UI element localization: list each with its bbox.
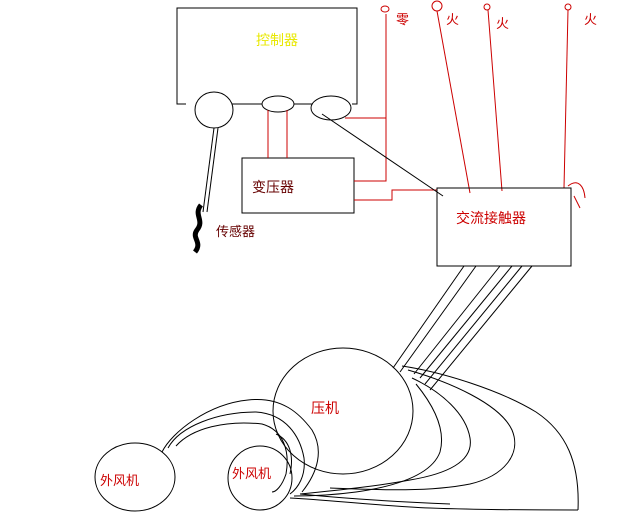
fan-wiring — [161, 365, 579, 511]
neutral-wire — [345, 5, 437, 201]
power-terminal — [310, 95, 352, 121]
live-wire-3 — [563, 3, 586, 209]
live-wire-2 — [483, 3, 503, 192]
contactor-box — [436, 187, 572, 267]
live-wire-1 — [431, 0, 471, 194]
control-wire — [321, 113, 444, 197]
neutral-label: 零 — [396, 13, 409, 28]
live-label-2: 火 — [496, 17, 509, 32]
transformer-label: 变压器 — [252, 180, 294, 196]
contactor-to-compressor-wires — [392, 265, 533, 391]
sensor-probe — [192, 127, 219, 254]
contactor-label: 交流接触器 — [456, 210, 526, 227]
controller-label: 控制器 — [256, 33, 298, 49]
sensor-label: 传感器 — [216, 224, 255, 240]
sensor-terminal — [194, 91, 234, 129]
compressor — [272, 347, 414, 475]
outdoor-fan-1-label: 外风机 — [100, 474, 139, 489]
live-label-1: 火 — [446, 13, 459, 28]
transformer-box — [241, 157, 355, 214]
controller-box — [176, 7, 358, 105]
transformer-to-controller-wires — [267, 110, 288, 158]
outdoor-fan-1 — [94, 442, 176, 512]
compressor-label: 压机 — [311, 401, 339, 417]
outdoor-fan-2 — [227, 445, 293, 511]
live-label-3: 火 — [584, 13, 597, 28]
transformer-terminal — [261, 95, 295, 113]
outdoor-fan-2-label: 外风机 — [232, 467, 271, 482]
